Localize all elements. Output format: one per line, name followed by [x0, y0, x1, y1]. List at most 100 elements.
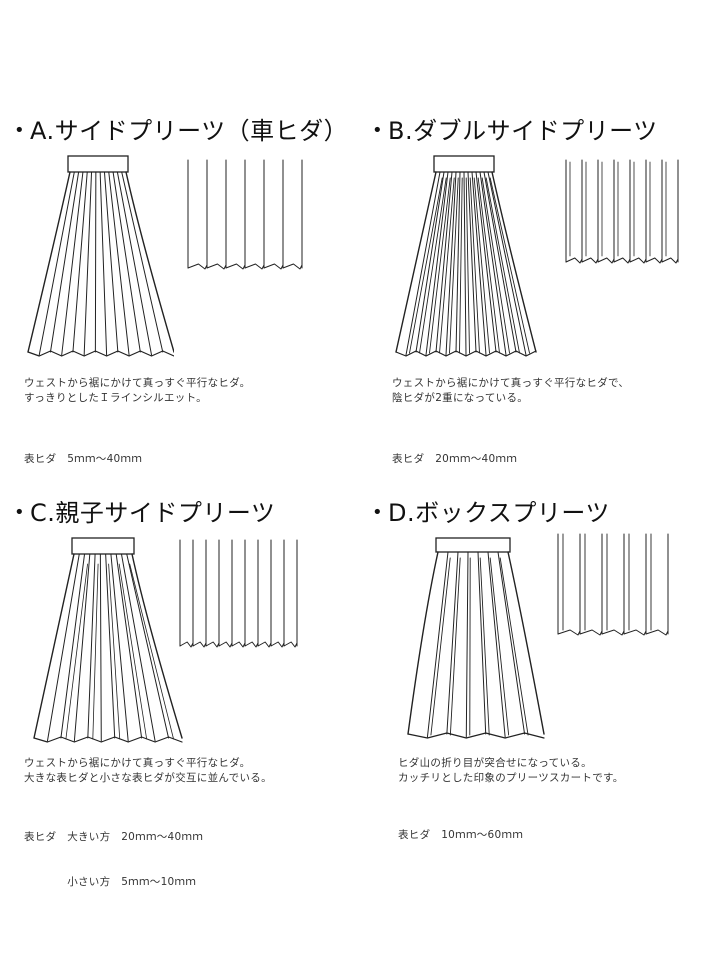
pleat-fold-shape: [565, 257, 583, 264]
pleat-fold-line: [475, 171, 497, 353]
pleat-width-spec: 表ヒダ 20ｍｍ〜40ｍｍ: [392, 422, 517, 497]
panel-a-side-pleats: •A.サイドプリーツ（車ヒダ） ウェストから裾にかけて真っすぐ平行なヒダ。 すっ…: [14, 114, 354, 474]
pleat-fold-line: [483, 171, 517, 353]
panel-title: •B.ダブルサイドプリーツ: [372, 114, 658, 148]
pleat-fold-line: [108, 563, 121, 740]
pleat-fold-line: [83, 171, 93, 356]
panel-description: ウェストから裾にかけて真っすぐ平行なヒダ。 大きな表ヒダと小さな表ヒダが交互に並…: [24, 756, 272, 786]
pleat-fold-shape: [218, 641, 233, 648]
pleat-fold-line: [459, 177, 463, 354]
pleat-fold-line: [426, 551, 449, 738]
pleat-fold-shape: [597, 257, 615, 264]
pleat-fold-line: [409, 177, 443, 354]
panel-title: •C.親子サイドプリーツ: [14, 496, 275, 530]
panel-title-text: A.サイドプリーツ（車ヒダ）: [30, 117, 349, 145]
pleat-fold-line: [61, 171, 84, 356]
pleat-fold-shape: [270, 641, 285, 648]
pleat-fold-shape: [206, 263, 227, 270]
pleat-fold-line: [439, 177, 455, 354]
panel-title: •D.ボックスプリーツ: [372, 496, 610, 530]
pleat-fold-line: [446, 551, 459, 735]
pleat-fold-shape: [283, 641, 298, 648]
waistband: [67, 155, 129, 173]
pleat-fold-line: [87, 553, 96, 739]
spec-line: 小さい方 5ｍｍ〜10ｍｍ: [24, 876, 197, 888]
skirt-outline-right: [131, 553, 183, 739]
pleat-fold-line: [449, 177, 459, 354]
pleat-fold-line: [471, 171, 487, 356]
panel-b-double-side-pleats: •B.ダブルサイドプリーツ ウェストから裾にかけて真っすぐ平行なヒダで、 陰ヒダ…: [372, 114, 712, 474]
skirt-outline-left: [407, 551, 439, 735]
bullet-icon: •: [372, 502, 384, 523]
skirt-outline-right: [125, 171, 174, 353]
pleat-fold-line: [477, 551, 487, 735]
pleat-width-spec: 表ヒダ 10ｍｍ〜60ｍｍ: [398, 798, 523, 873]
spec-line: 表ヒダ 大きい方 20ｍｍ〜40ｍｍ: [24, 831, 204, 843]
skirt-outline-left: [395, 171, 437, 353]
pleat-fold-line: [497, 551, 526, 735]
skirt-outline-left: [33, 553, 75, 739]
pleat-detail-d: [557, 533, 669, 636]
description-line: ウェストから裾にかけて真っすぐ平行なヒダ。: [24, 757, 251, 769]
pleat-fold-shape: [282, 263, 303, 270]
description-line: 大きな表ヒダと小さな表ヒダが交互に並んでいる。: [24, 772, 272, 784]
pleat-fold-line: [99, 171, 108, 356]
skirt-illustration-a: [27, 155, 174, 357]
pleat-fold-shape: [601, 629, 625, 636]
pleat-fold-shape: [192, 641, 207, 648]
pleat-fold-shape: [623, 629, 647, 636]
pleat-fold-line: [115, 553, 143, 739]
skirt-outline-right: [507, 551, 545, 735]
pleat-fold-shape: [205, 641, 220, 648]
pleat-detail-a: [187, 159, 303, 270]
skirt-illustration-d: [407, 537, 545, 739]
spec-line: 表ヒダ 10ｍｍ〜60ｍｍ: [398, 829, 524, 841]
panel-title-text: C.親子サイドプリーツ: [30, 499, 276, 527]
panel-description: ヒダ山の折り目が突合せになっている。 カッチリとした印象のプリーツスカートです。: [398, 756, 624, 786]
pleat-fold-shape: [225, 263, 246, 270]
pleat-fold-shape: [661, 257, 679, 264]
pleat-fold-line: [455, 171, 461, 353]
pleat-fold-line: [103, 171, 119, 353]
panel-description: ウェストから裾にかけて真っすぐ平行なヒダ。 すっきりとしたＩラインシルエット。: [24, 376, 250, 406]
bullet-icon: •: [14, 120, 26, 141]
pleat-fold-line: [419, 177, 447, 354]
bullet-icon: •: [14, 502, 26, 523]
description-line: 陰ヒダが2重になっている。: [392, 392, 529, 404]
description-line: ウェストから裾にかけて真っすぐ平行なヒダで、: [392, 377, 630, 389]
pleat-fold-line: [465, 551, 469, 738]
pleat-fold-line: [479, 171, 507, 356]
pleat-fold-shape: [645, 629, 669, 636]
pleat-fold-shape: [645, 257, 663, 264]
pleat-fold-line: [449, 557, 461, 736]
skirt-illustration-c: [33, 537, 183, 743]
skirt-outline-left: [27, 171, 71, 353]
pleat-fold-shape: [231, 641, 246, 648]
pleat-fold-line: [481, 177, 510, 354]
pleat-fold-line: [116, 171, 153, 356]
pleat-fold-shape: [187, 263, 208, 270]
waistband: [433, 155, 495, 173]
pleat-fold-line: [105, 553, 116, 739]
skirt-outline-right: [491, 171, 537, 353]
pleat-fold-shape: [613, 257, 631, 264]
pleat-fold-shape: [581, 257, 599, 264]
pleat-fold-shape: [557, 629, 581, 636]
pleat-fold-line: [112, 171, 141, 353]
description-line: すっきりとしたＩラインシルエット。: [24, 392, 207, 404]
pleat-fold-line: [65, 563, 88, 740]
pleat-fold-line: [477, 177, 500, 354]
panel-description: ウェストから裾にかけて真っすぐ平行なヒダで、 陰ヒダが2重になっている。: [392, 376, 629, 406]
pleat-fold-line: [415, 171, 445, 353]
pleat-fold-line: [129, 563, 174, 740]
pleat-fold-line: [60, 553, 86, 739]
panel-title: •A.サイドプリーツ（車ヒダ）: [14, 114, 348, 148]
spec-line: 表ヒダ 20ｍｍ〜40ｍｍ: [392, 453, 518, 465]
pleat-fold-shape: [263, 263, 284, 270]
pleat-fold-line: [121, 171, 164, 353]
bullet-icon: •: [372, 120, 384, 141]
pleat-fold-shape: [179, 641, 194, 648]
pleat-fold-line: [485, 177, 520, 354]
skirt-hem: [27, 350, 174, 357]
pleat-fold-shape: [244, 263, 265, 270]
